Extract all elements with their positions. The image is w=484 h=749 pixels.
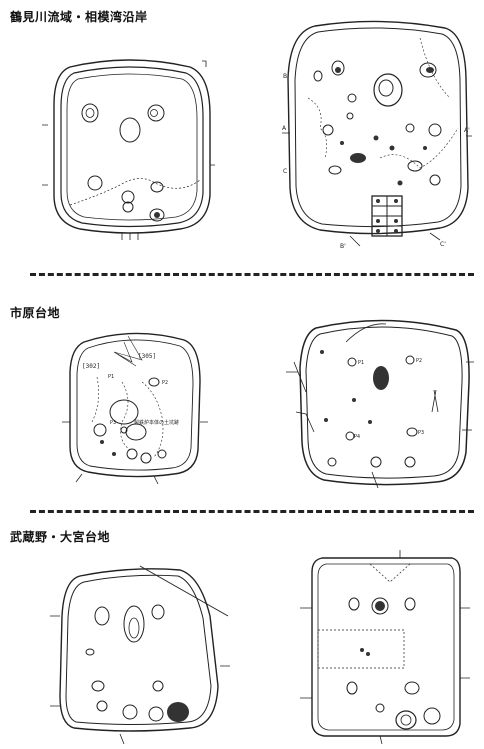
dwelling-plan-1	[40, 55, 220, 240]
section-title-ichihara: 市原台地	[10, 306, 61, 320]
label-p4-right: P4	[354, 434, 360, 440]
label-p1-left: P1	[108, 374, 114, 380]
furnace-note: 製鉄炉本体の土坑跡	[134, 419, 179, 426]
label-p3-left: P3	[110, 420, 116, 426]
dwelling-plan-2: A A' B B' C C'	[280, 18, 472, 250]
section-divider-2	[30, 510, 474, 513]
label-305: [305]	[138, 353, 156, 360]
section-divider-1	[30, 273, 474, 276]
label-302: [302]	[82, 363, 100, 370]
label-p2-right: P2	[416, 358, 422, 364]
dwelling-plan-4: P1 P2 P3 P4	[286, 312, 474, 500]
label-p1-right: P1	[358, 360, 364, 366]
dwelling-plan-3: [302] [305] P1 P2 P3 製鉄炉本体の土坑跡	[62, 322, 210, 485]
section-title-musashino: 武蔵野・大宮台地	[10, 530, 111, 544]
section-letter-a: A	[282, 125, 287, 132]
section-letter-b: B	[283, 73, 287, 80]
section-letter-a-prime: A'	[464, 127, 470, 134]
section-letter-c-prime: C'	[440, 241, 446, 248]
section-letter-b-prime: B'	[340, 243, 346, 250]
dwelling-plan-6	[300, 548, 470, 745]
label-p2-left: P2	[162, 380, 168, 386]
section-title-tsurumi: 鶴見川流域・相模湾沿岸	[10, 10, 148, 24]
label-p3-right: P3	[418, 430, 424, 436]
dwelling-plan-5	[50, 556, 230, 745]
section-letter-c: C	[283, 168, 287, 175]
